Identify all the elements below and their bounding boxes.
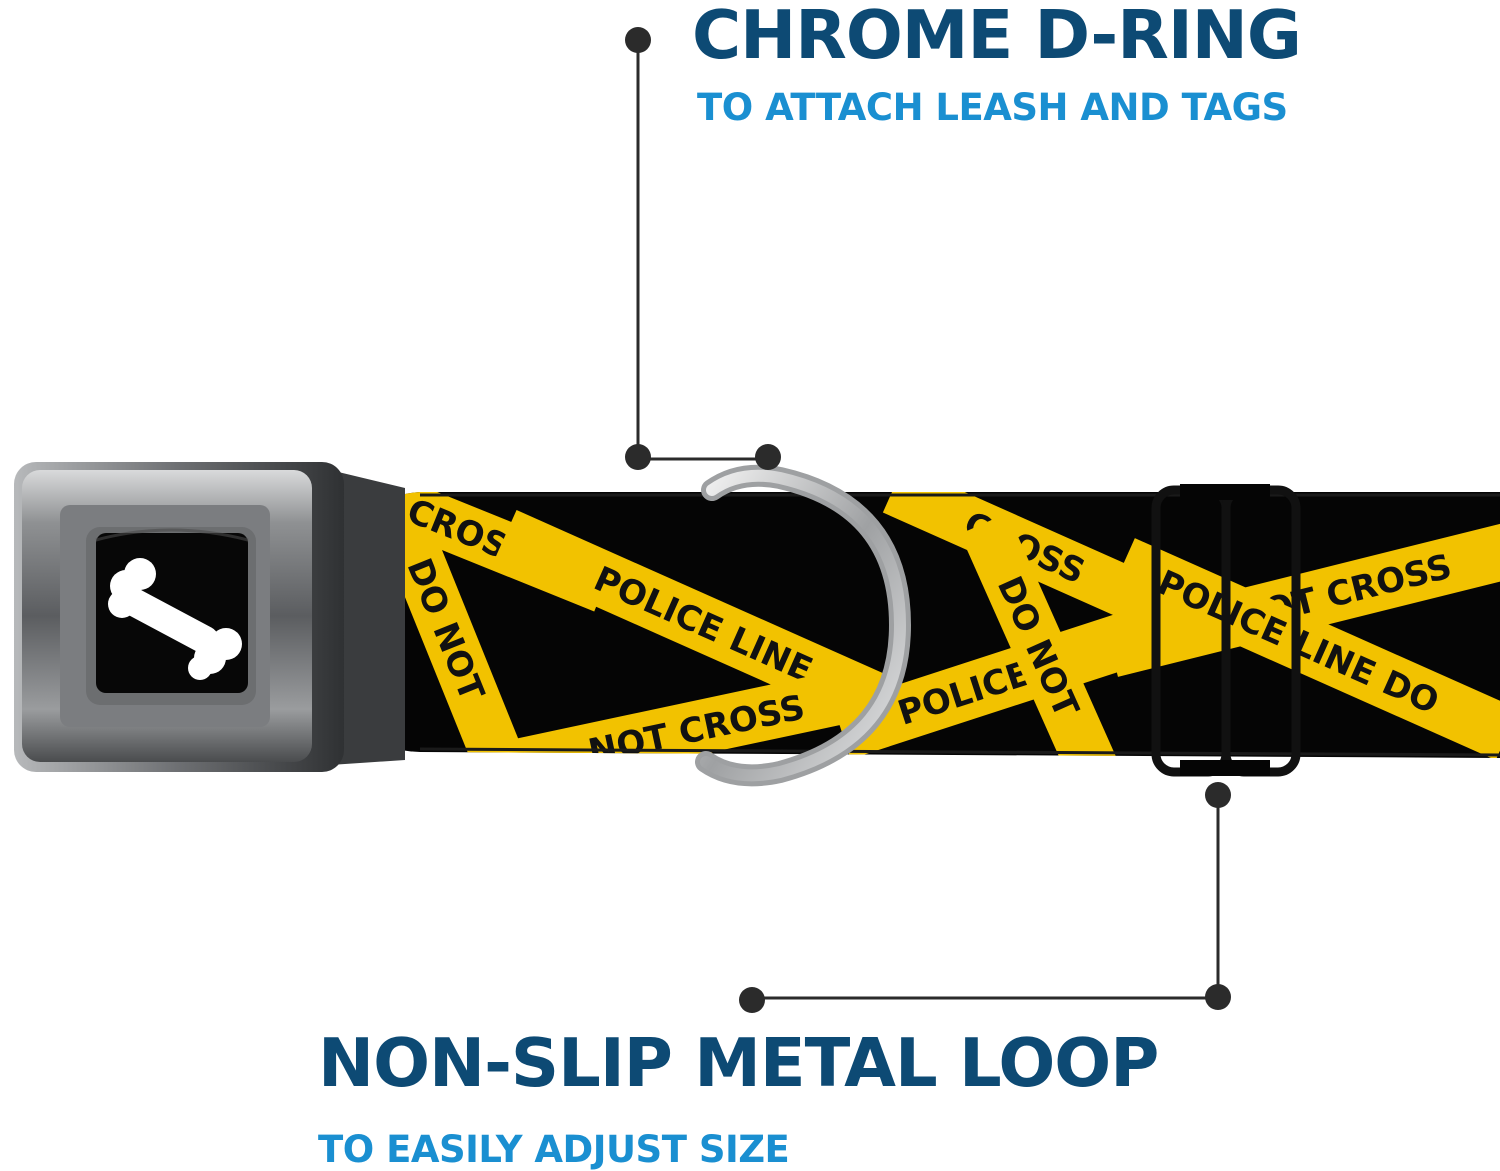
metal-loop-subtitle: TO EASILY ADJUST SIZE (318, 1128, 790, 1171)
buckle (14, 462, 405, 772)
metal-loop-leader-line (739, 782, 1231, 1013)
bone-icon (108, 558, 242, 680)
d-ring-title: CHROME D-RING (692, 0, 1302, 74)
slide-loop (1151, 484, 1301, 777)
metal-loop-title: NON-SLIP METAL LOOP (318, 1024, 1159, 1102)
d-ring-subtitle: TO ATTACH LEASH AND TAGS (697, 86, 1288, 129)
collar-strap: DO NOT CROSS POLICE LINE NOT CROSS (360, 492, 1500, 758)
d-ring (695, 464, 912, 787)
d-ring-leader-line (625, 27, 781, 470)
